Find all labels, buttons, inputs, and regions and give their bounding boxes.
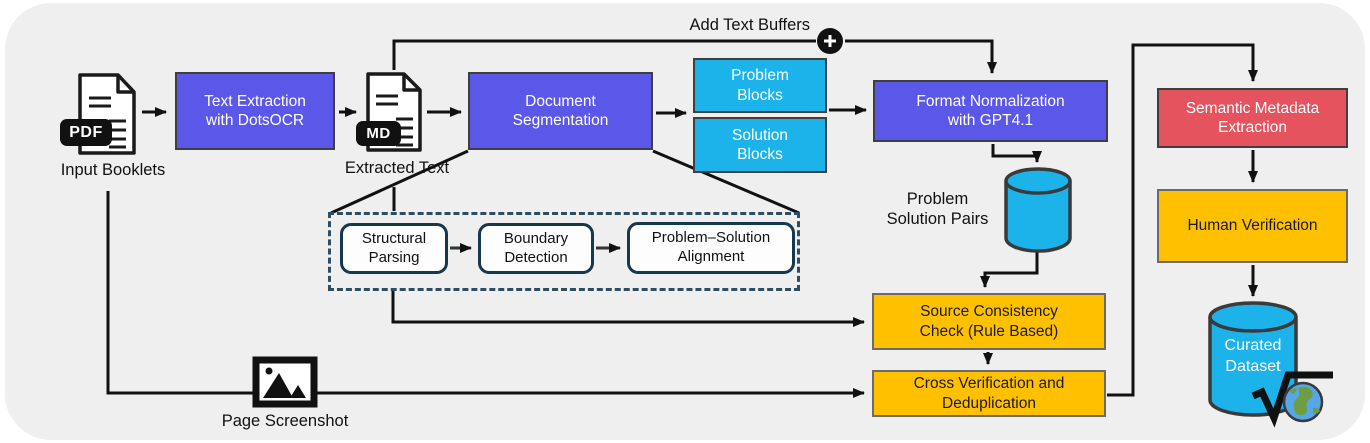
pairs-label-line: Problem (906, 190, 969, 208)
label-line: Problem (731, 67, 789, 85)
pdf-badge: PDF (60, 119, 112, 146)
label-line: Parsing (368, 248, 420, 266)
structural-parsing-box: Structural Parsing (340, 223, 448, 274)
label-line: Structural (361, 229, 427, 247)
label-line: Blocks (737, 86, 783, 104)
label-line: Source Consistency (920, 303, 1058, 321)
label-line: Solution (731, 126, 788, 144)
solution-blocks-box: Solution Blocks (693, 117, 827, 173)
format-normalization-box: Format Normalization with GPT4.1 (873, 80, 1108, 142)
cross-verification-box: Cross Verification and Deduplication (872, 370, 1106, 417)
pairs-label-line: Solution Pairs (886, 209, 989, 228)
curated-dataset-label-line: Dataset (1225, 357, 1281, 375)
curated-dataset-label-line: Curated (1224, 337, 1282, 354)
input-booklets-label: Input Booklets (60, 161, 166, 179)
md-badge: MD (356, 121, 401, 146)
semantic-metadata-extraction-box: Semantic Metadata Extraction (1157, 88, 1348, 148)
label-line: Boundary (503, 229, 569, 247)
label-line: Problem–Solution (651, 229, 771, 247)
label-line: Cross Verification and (913, 375, 1065, 393)
source-consistency-check-box: Source Consistency Check (Rule Based) (872, 293, 1106, 350)
add-text-buffers-label: Add Text Buffers (689, 16, 810, 34)
problem-solution-alignment-box: Problem–Solution Alignment (627, 222, 795, 274)
document-segmentation-box: Document Segmentation (468, 72, 653, 150)
label-line: Blocks (737, 146, 783, 163)
page-screenshot-label: Page Screenshot (221, 412, 349, 430)
label-line: with DotsOCR (205, 112, 305, 129)
problem-blocks-box: Problem Blocks (693, 58, 827, 113)
label-line: Semantic Metadata (1185, 99, 1320, 117)
label-line: Detection (504, 248, 568, 266)
label-line: Alignment (677, 248, 745, 265)
extracted-text-label: Extracted Text (344, 159, 450, 177)
label-line: Check (Rule Based) (919, 322, 1059, 340)
label-line: Document (525, 92, 596, 110)
segmentation-subprocess-group (328, 212, 800, 291)
text-extraction-box: Text Extraction with DotsOCR (175, 72, 335, 150)
boundary-detection-box: Boundary Detection (478, 223, 594, 274)
human-verification-box: Human Verification (1157, 189, 1348, 263)
label-line: Text Extraction (204, 92, 306, 110)
label-line: with GPT4.1 (947, 112, 1034, 129)
label-line: Format Normalization (916, 92, 1065, 110)
label-line: Extraction (1218, 119, 1287, 136)
label-line: Deduplication (942, 394, 1036, 412)
label-line: Segmentation (512, 112, 609, 129)
label-line: Human Verification (1187, 217, 1318, 235)
